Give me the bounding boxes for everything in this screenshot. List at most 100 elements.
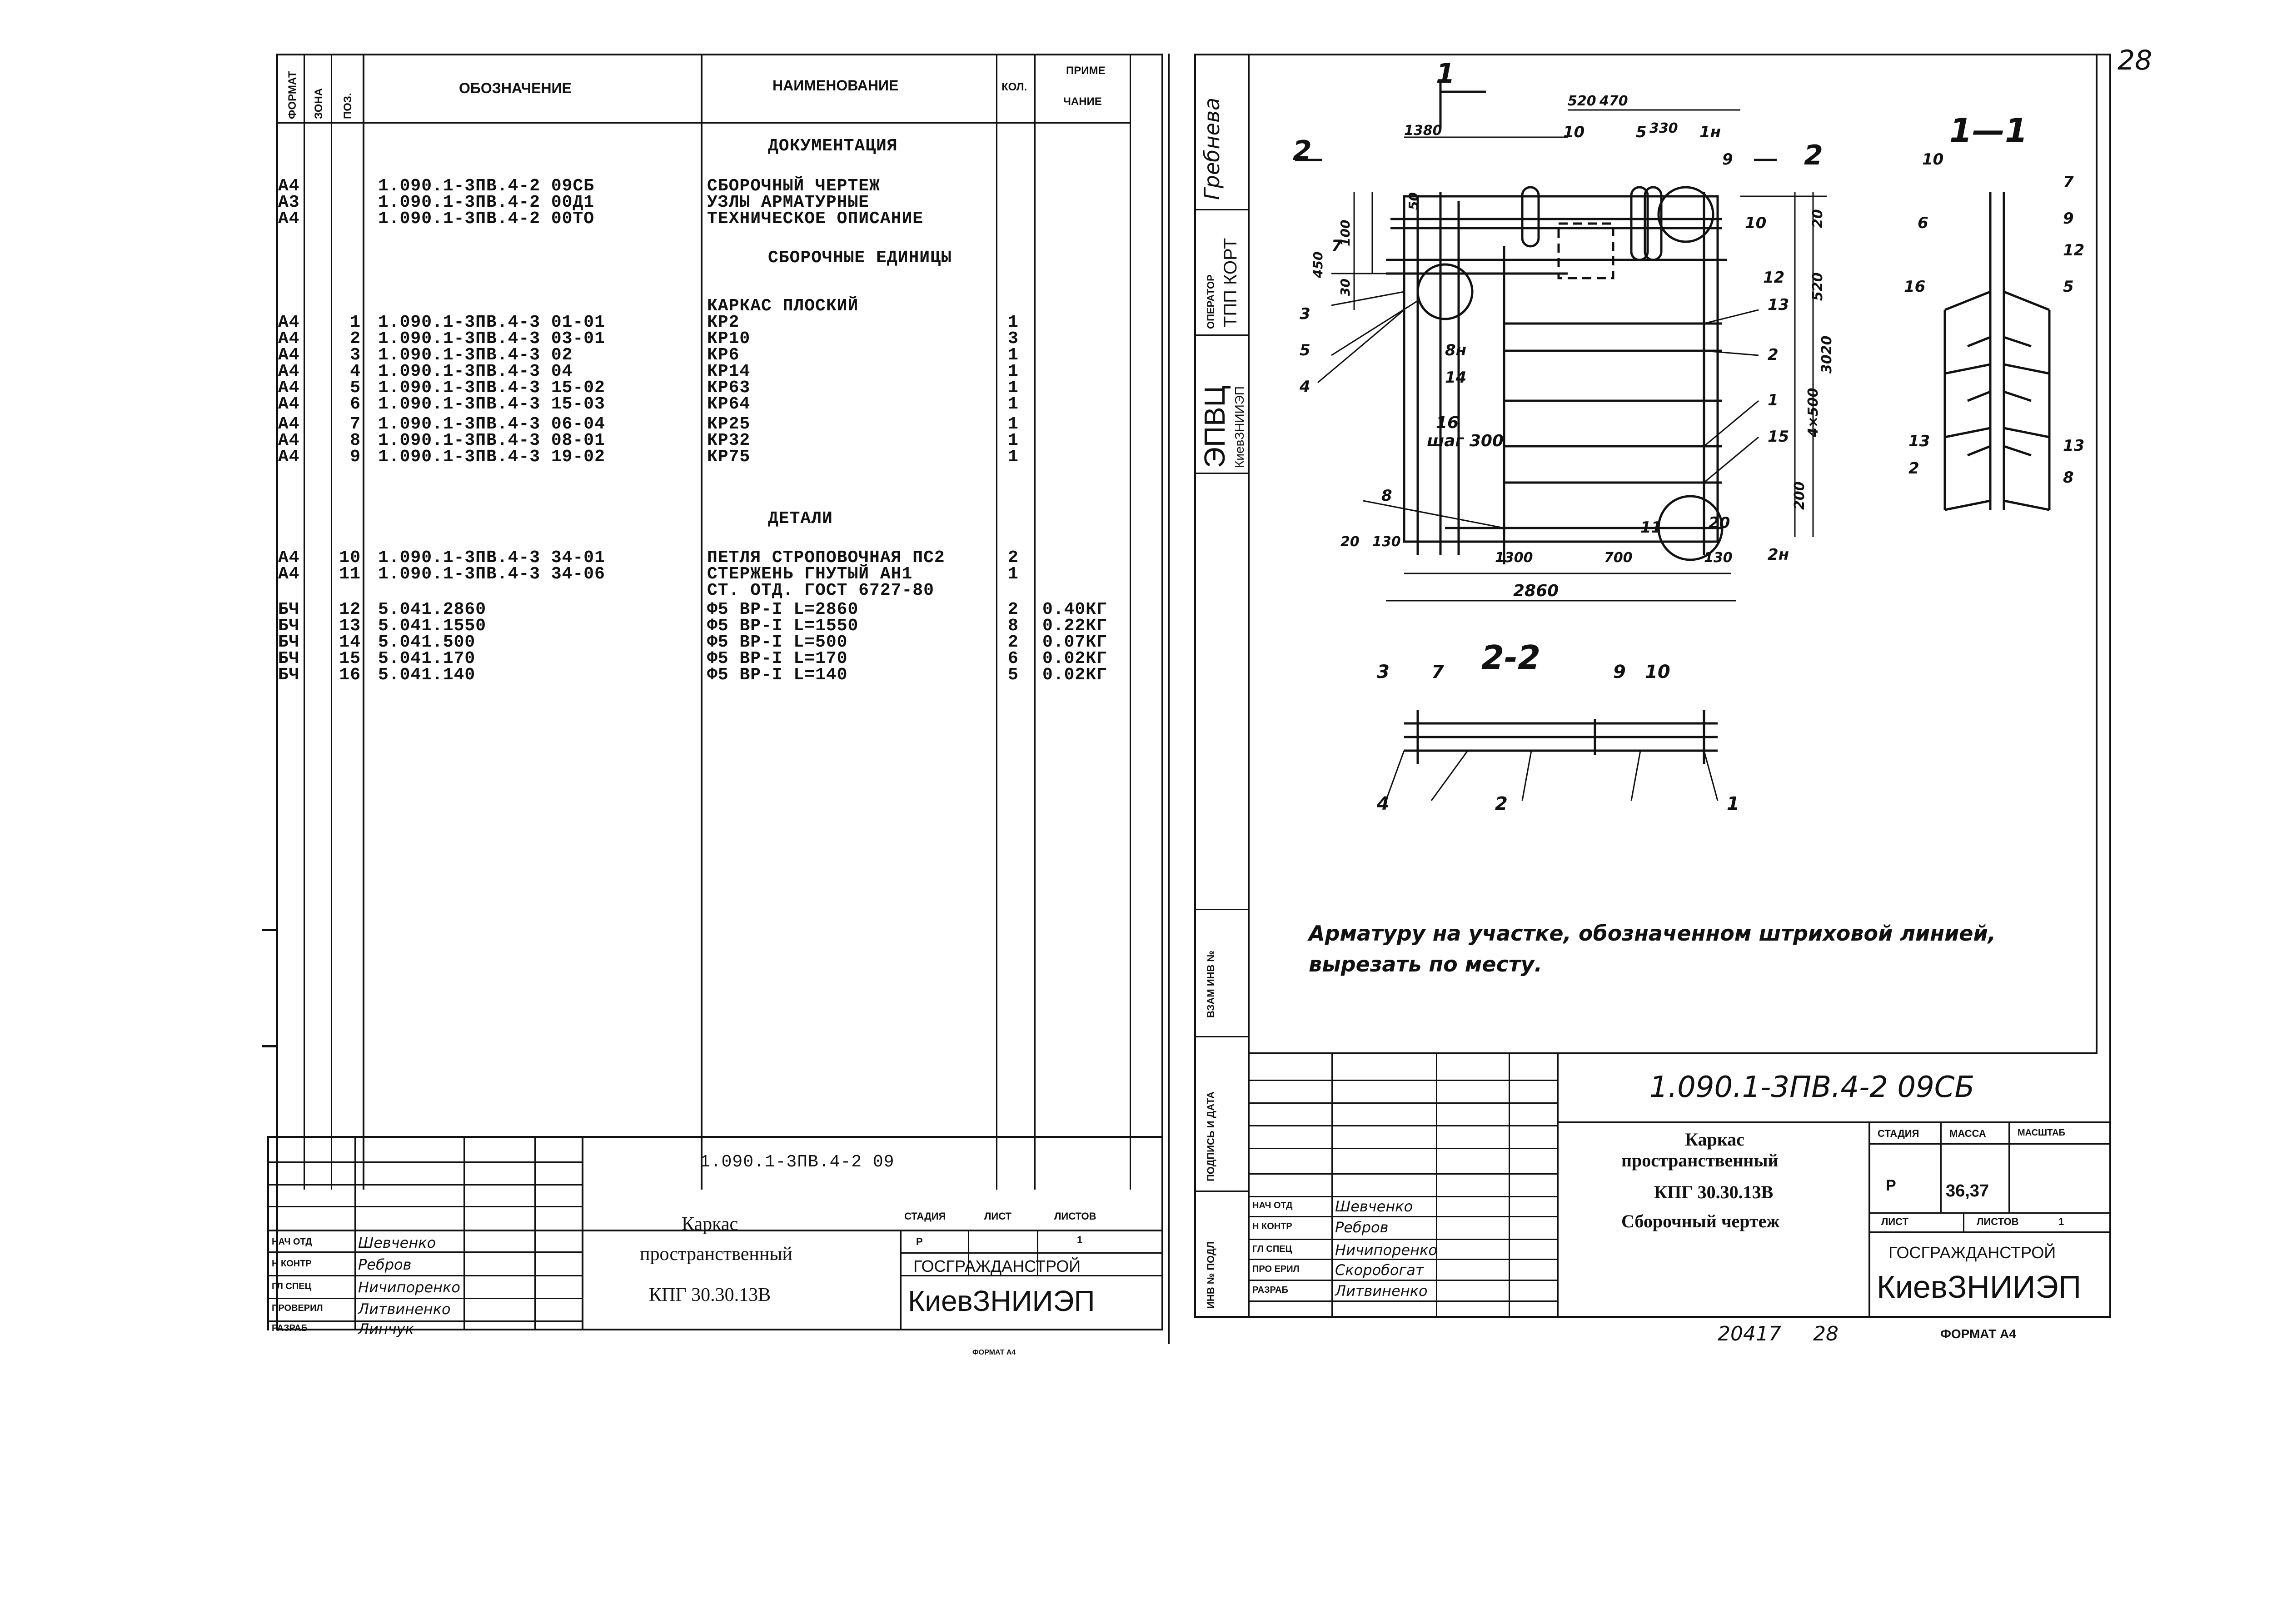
cell-name: КР14 bbox=[707, 362, 751, 381]
svg-text:520: 520 bbox=[1810, 272, 1826, 301]
cell-name: КР25 bbox=[707, 414, 751, 434]
svg-text:10: 10 bbox=[1745, 214, 1766, 232]
cell-designation: 1.090.1-3ПВ.4-2 00Д1 bbox=[378, 193, 595, 212]
cell-qty: 2 bbox=[1008, 633, 1019, 652]
svg-text:470: 470 bbox=[1599, 93, 1628, 109]
right-stamp-sheets-label: ЛИСТОВ bbox=[1977, 1216, 2019, 1227]
svg-text:13: 13 bbox=[2063, 437, 2084, 455]
footer-format-note: ФОРМАТ А4 bbox=[1940, 1327, 2016, 1341]
svg-text:10: 10 bbox=[1922, 150, 1943, 169]
left-format-note: ФОРМАТ А4 bbox=[972, 1349, 1016, 1356]
cell-format: А4 bbox=[278, 362, 300, 381]
header-zone: ЗОНА bbox=[313, 88, 325, 119]
cell-format: А4 bbox=[278, 313, 300, 332]
cell-qty: 8 bbox=[1008, 616, 1019, 636]
stamp-role: НАЧ ОТД bbox=[272, 1237, 312, 1247]
cell-format: А4 bbox=[278, 329, 300, 349]
cell-pos: 7 bbox=[350, 414, 361, 434]
right-stamp-sheet-label: ЛИСТ bbox=[1881, 1216, 1909, 1227]
svg-text:1—1: 1—1 bbox=[1949, 111, 2028, 149]
cell-designation: 5.041.170 bbox=[378, 649, 476, 668]
svg-text:520: 520 bbox=[1568, 93, 1596, 109]
cell-format: А3 bbox=[278, 193, 300, 212]
header-note-2: ЧАНИЕ bbox=[1063, 95, 1102, 108]
stamp-role: ГЛ СПЕЦ bbox=[1252, 1244, 1292, 1254]
cell-qty: 1 bbox=[1008, 394, 1019, 414]
svg-text:2: 2 bbox=[1495, 793, 1508, 814]
drawing-note: Арматуру на участке, обозначенном штрихо… bbox=[1309, 921, 1996, 976]
cell-qty: 1 bbox=[1008, 447, 1019, 467]
cell-name: Ф5 ВР-I L=140 bbox=[707, 665, 848, 685]
cell-designation: 5.041.500 bbox=[378, 633, 476, 652]
cell-designation: 1.090.1-3ПВ.4-3 01-01 bbox=[378, 313, 605, 332]
cell-designation: 1.090.1-3ПВ.4-2 00ТО bbox=[378, 209, 595, 229]
cell-name: КР10 bbox=[707, 329, 751, 349]
cell-note: 0.22КГ bbox=[1042, 616, 1107, 636]
svg-text:9: 9 bbox=[1722, 150, 1733, 169]
stamp-role: Н КОНТР bbox=[1252, 1221, 1292, 1231]
stamp-name: Литвиненко bbox=[358, 1300, 451, 1318]
cell-qty: 1 bbox=[1008, 431, 1019, 450]
cell-designation: 5.041.2860 bbox=[378, 600, 487, 619]
cell-name: КР63 bbox=[707, 378, 751, 398]
svg-text:16: 16 bbox=[1904, 278, 1925, 296]
stamp-name: Ничипоренко bbox=[358, 1279, 460, 1296]
cell-pos: 3 bbox=[350, 345, 361, 365]
cell-pos: 9 bbox=[350, 447, 361, 467]
stamp-role: РАЗРАБ bbox=[1252, 1285, 1288, 1295]
cell-designation: 1.090.1-3ПВ.4-3 15-02 bbox=[378, 378, 605, 398]
stamp-name: Шевченко bbox=[1335, 1198, 1413, 1215]
right-stamp-stage-value: Р bbox=[1886, 1177, 1896, 1194]
stamp-role: РАЗРАБ bbox=[272, 1323, 308, 1333]
cell-format: А4 bbox=[278, 414, 300, 434]
cell-format: А4 bbox=[278, 431, 300, 450]
cell-note: 0.02КГ bbox=[1042, 665, 1107, 685]
side-designer: Гребнева bbox=[1200, 97, 1224, 200]
cell-designation: 1.090.1-3ПВ.4-2 09СБ bbox=[378, 176, 595, 196]
cell-name: СБОРОЧНЫЙ ЧЕРТЕЖ bbox=[707, 176, 880, 196]
svg-text:20: 20 bbox=[1810, 209, 1826, 228]
cell-name: ТЕХНИЧЕСКОЕ ОПИСАНИЕ bbox=[707, 209, 924, 229]
cell-format: А4 bbox=[278, 394, 300, 414]
cell-name: КАРКАС ПЛОСКИЙ bbox=[707, 296, 859, 316]
cell-designation: 5.041.140 bbox=[378, 665, 476, 685]
cell-designation: 1.090.1-3ПВ.4-3 34-06 bbox=[378, 564, 605, 584]
cell-designation: 1.090.1-3ПВ.4-3 02 bbox=[378, 345, 573, 365]
svg-text:2: 2 bbox=[1908, 459, 1919, 478]
cell-note: 0.02КГ bbox=[1042, 649, 1107, 668]
stamp-name: Ничипоренко bbox=[1335, 1241, 1437, 1259]
svg-text:7: 7 bbox=[2063, 173, 2074, 191]
svg-text:1н: 1н bbox=[1699, 123, 1721, 141]
cell-designation: 1.090.1-3ПВ.4-3 03-01 bbox=[378, 329, 605, 349]
svg-text:8: 8 bbox=[1381, 487, 1392, 505]
side-inv-podl: ИНВ № ПОДЛ bbox=[1205, 1241, 1216, 1309]
cell-qty: 6 bbox=[1008, 649, 1019, 668]
right-stamp-code: 1.090.1-3ПВ.4-2 09СБ bbox=[1649, 1071, 1975, 1104]
svg-text:2: 2 bbox=[1768, 346, 1779, 364]
header-name: НАИМЕНОВАНИЕ bbox=[772, 77, 899, 94]
svg-text:1: 1 bbox=[1768, 391, 1779, 409]
cell-format: А4 bbox=[278, 176, 300, 196]
sheet-divider bbox=[1168, 54, 1170, 1344]
cell-designation: 1.090.1-3ПВ.4-3 08-01 bbox=[378, 431, 605, 450]
left-stamp-title-2: пространственный bbox=[640, 1244, 793, 1265]
stamp-role: ПРОВЕРИЛ bbox=[272, 1303, 323, 1313]
cell-pos: 14 bbox=[339, 633, 361, 652]
cell-qty: 1 bbox=[1008, 362, 1019, 381]
svg-text:2860: 2860 bbox=[1513, 582, 1559, 600]
svg-text:13: 13 bbox=[1768, 296, 1789, 314]
cell-name: КР6 bbox=[707, 345, 740, 365]
left-stamp-sheets-label: ЛИСТОВ bbox=[1054, 1211, 1096, 1222]
svg-text:10: 10 bbox=[1645, 662, 1670, 682]
cell-qty: 1 bbox=[1008, 345, 1019, 365]
stamp-role: ПРО ЕРИЛ bbox=[1252, 1264, 1300, 1274]
svg-text:4: 4 bbox=[1299, 378, 1310, 396]
svg-text:шаг 300: шаг 300 bbox=[1427, 432, 1504, 450]
svg-text:4×500: 4×500 bbox=[1805, 388, 1821, 438]
svg-text:2: 2 bbox=[1804, 139, 1823, 171]
stamp-role: НАЧ ОТД bbox=[1252, 1201, 1293, 1211]
cell-qty: 3 bbox=[1008, 329, 1019, 349]
svg-text:11: 11 bbox=[1640, 518, 1662, 537]
cell-name: ПЕТЛЯ СТРОПОВОЧНАЯ ПС2 bbox=[707, 548, 945, 568]
cell-format: А4 bbox=[278, 378, 300, 398]
